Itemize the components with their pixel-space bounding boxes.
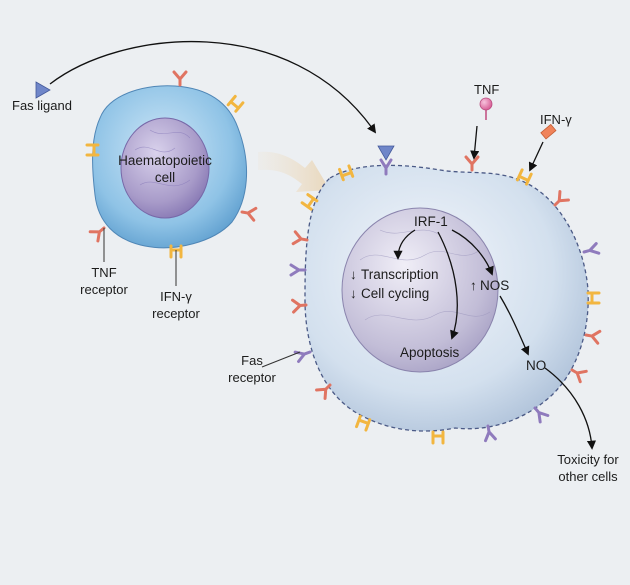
hem-receptor-tnf-1 [239,204,258,222]
fas-ligand-label: Fas ligand [12,98,72,113]
toxicity-label-line2: other cells [558,469,618,484]
cell-cycling-down-arrow: ↓ [350,286,357,301]
hem-receptor-tnf-2 [88,221,110,243]
target-receptor-fas-2 [293,345,314,363]
no-label: NO [526,358,547,373]
no-to-toxicity-arrow [544,367,597,450]
haematopoietic-cell-label-line2: cell [154,170,176,185]
nos-up-arrow: ↑ [470,278,477,293]
tnf-receptor-label-line2: receptor [80,282,128,297]
target-receptor-ifn-4 [431,430,445,445]
hem-receptor-ifn-2 [226,94,245,113]
toxicity-label-line1: Toxicity for [557,452,619,467]
target-receptor-fas-1 [289,263,307,277]
irf1-label: IRF-1 [414,214,448,229]
fas-receptor-label-line1: Fas [241,353,263,368]
target-nucleus [341,207,499,373]
ifn-receptor-label-line2: receptor [152,306,200,321]
transcription-down-arrow: ↓ [350,267,357,282]
tnf-label: TNF [474,82,500,97]
transcription-label: Transcription [361,267,439,282]
haematopoietic-nucleus [120,117,210,219]
target-receptor-tnf-bound [464,155,480,172]
irf1-to-transcription-arrow [393,229,416,260]
ifn-receptor-label-line1: IFN-γ [160,289,192,304]
target-receptor-tnf-5 [583,327,602,345]
target-receptor-fas-4 [529,403,550,424]
target-cell [304,164,589,432]
nos-to-no-arrow [499,295,530,356]
fas-ligand-triangle-bound [377,145,395,161]
hem-receptor-ifn-1 [172,70,188,87]
target-receptor-ifn-5 [586,291,601,305]
ifn-gamma-molecule [540,123,557,140]
fas-receptor-label-line2: receptor [228,370,276,385]
haematopoietic-cell-label-line1: Haematopoietic [118,153,212,168]
fas-ligand-arrow [49,40,377,134]
fas-ligand-triangle-free [35,81,51,99]
target-receptor-tnf-1 [291,230,310,248]
irf1-to-apoptosis-arrow [437,231,459,340]
cell-cycling-label: Cell cycling [361,286,430,301]
tnf-arrow [470,125,480,160]
fas-receptor-leader [261,351,301,368]
nos-label: NOS [480,278,510,293]
haematopoietic-cell [92,85,247,249]
tnf-receptor-label-line1: TNF [91,265,117,280]
transition-arrow [258,151,330,192]
target-receptor-fas-5 [581,242,601,259]
ifn-gamma-arrow [528,141,544,172]
irf1-to-nos-arrow [451,229,494,276]
tnf-molecule [479,97,493,111]
ifn-gamma-label: IFN-γ [540,112,572,127]
apoptosis-label: Apoptosis [400,345,460,360]
